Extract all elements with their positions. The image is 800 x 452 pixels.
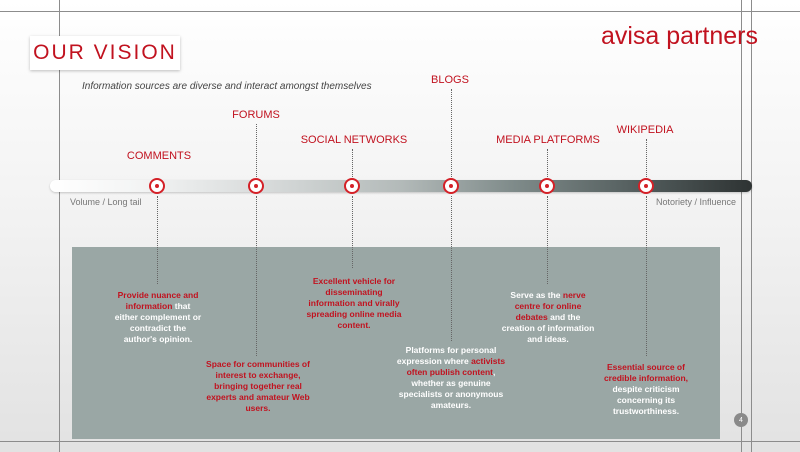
description-comments-highlight: Provide nuance and information [117,290,199,311]
timeline [50,180,752,192]
frame-line-bottom [0,441,800,442]
description-blogs: Platforms for personal expression where … [392,345,510,411]
axis-label-right: Notoriety / Influence [656,197,737,207]
connector-forums-top [256,124,257,179]
timeline-node-media-platforms[interactable] [539,178,555,194]
description-comments-text: that either complement or contradict the… [114,301,202,344]
connector-comments [157,196,158,284]
description-social-networks: Excellent vehicle for disseminating info… [301,276,407,331]
connector-blogs-top [451,89,452,179]
category-label-comments: COMMENTS [126,150,192,162]
connector-social-networks [352,196,353,268]
description-forums-highlight: Space for communities of interest to exc… [206,359,310,413]
description-media-platforms-text: Serve as the [510,290,563,300]
timeline-node-wikipedia[interactable] [638,178,654,194]
frame-line-right-outer [751,0,752,452]
description-blogs-highlight: activists often publish content [406,356,506,377]
timeline-node-forums[interactable] [248,178,264,194]
connector-forums [256,196,257,356]
description-wikipedia-highlight: Essential source of credible information… [603,362,689,383]
timeline-node-social-networks[interactable] [344,178,360,194]
description-media-platforms-highlight: nerve centre for online debates [514,290,586,322]
connector-wikipedia [646,196,647,356]
description-panel [72,247,720,439]
page-title: OUR VISION [30,36,180,70]
frame-line-right [741,0,742,452]
timeline-node-comments[interactable] [149,178,165,194]
category-label-media-platforms: MEDIA PLATFORMS [496,134,600,146]
category-label-forums: FORUMS [232,109,280,121]
brand-logo: avisa partners [600,22,758,50]
connector-media-platforms-top [547,149,548,179]
connector-wikipedia-top [646,139,647,179]
description-blogs-text-end: , whether as genuine specialists or anon… [398,367,504,410]
description-blogs-text: Platforms for personal expression where [396,345,497,366]
frame-line-left [59,0,60,452]
timeline-node-blogs[interactable] [443,178,459,194]
description-media-platforms: Serve as the nerve centre for online deb… [498,290,598,345]
connector-social-networks-top [352,149,353,179]
subtitle: Information sources are diverse and inte… [82,81,372,92]
axis-label-left: Volume / Long tail [70,197,142,207]
description-media-platforms-text-end: and the creation of information and idea… [501,312,595,344]
category-label-blogs: BLOGS [431,74,469,86]
description-social-networks-highlight: Excellent vehicle for disseminating info… [306,276,402,330]
connector-blogs [451,196,452,341]
description-wikipedia-text: despite criticism concerning its trustwo… [612,384,680,416]
frame-line-top [0,11,800,12]
page-number: 4 [734,413,748,427]
category-label-wikipedia: WIKIPEDIA [616,124,674,136]
timeline-bar [50,180,752,192]
category-label-social-networks: SOCIAL NETWORKS [300,134,408,146]
description-wikipedia: Essential source of credible information… [599,362,693,417]
description-forums: Space for communities of interest to exc… [203,359,313,414]
description-comments: Provide nuance and information that eith… [113,290,203,345]
connector-media-platforms [547,196,548,284]
